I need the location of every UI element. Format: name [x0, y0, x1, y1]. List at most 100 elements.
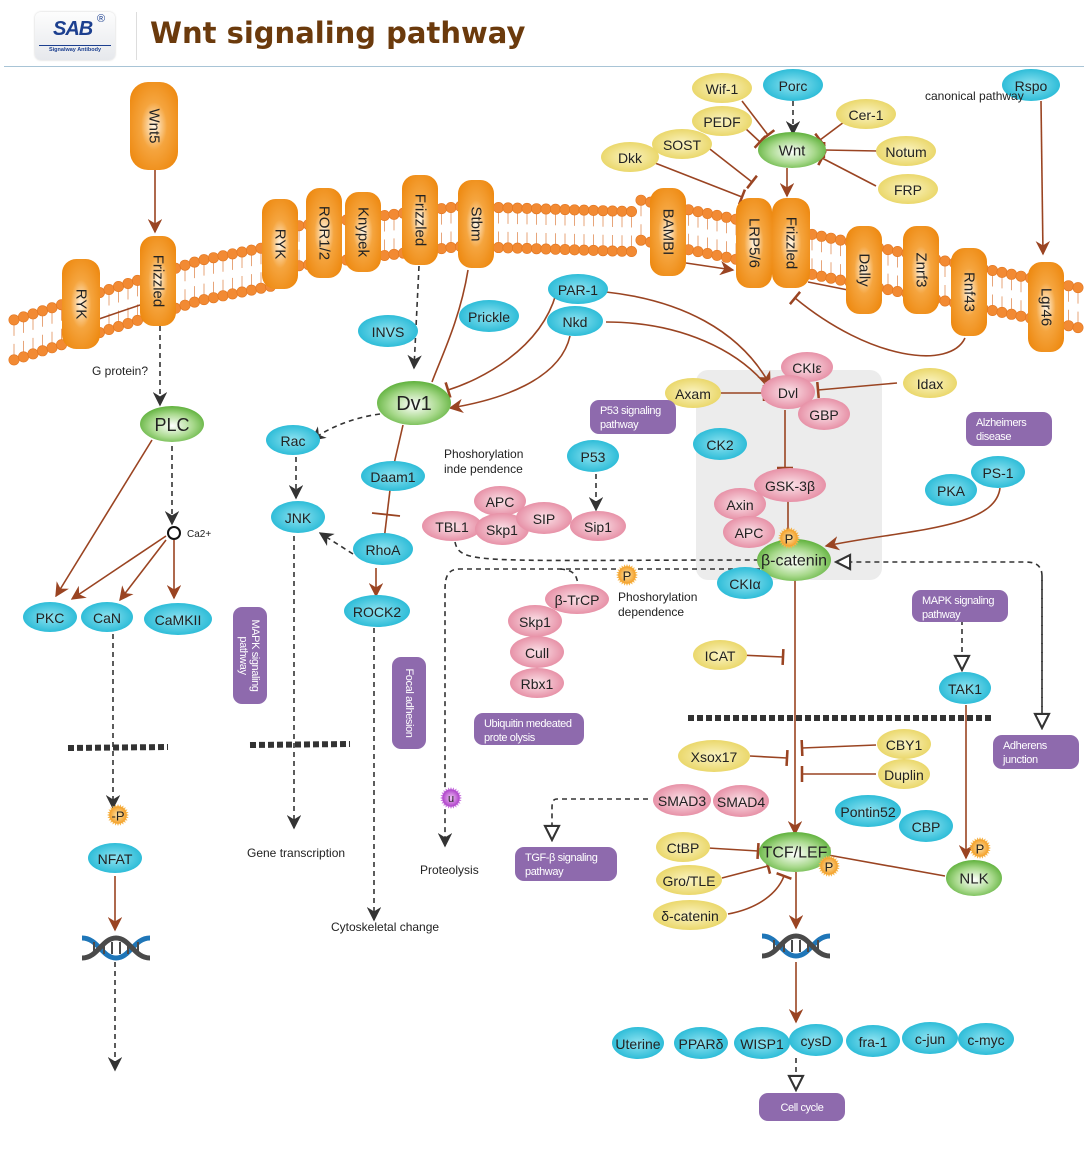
- node-cull[interactable]: Cull: [510, 636, 564, 668]
- node-btrcp[interactable]: β-TrCP: [545, 584, 609, 614]
- node-cby1[interactable]: CBY1: [877, 729, 931, 759]
- receptor-knypek[interactable]: Knypek: [345, 192, 381, 272]
- node-duplin[interactable]: Duplin: [878, 759, 930, 789]
- edge-adherens-bcatenin: [836, 562, 1043, 720]
- node-wisp1[interactable]: WISP1: [734, 1027, 790, 1059]
- node-wif1[interactable]: Wif-1: [692, 73, 752, 103]
- receptor-wnt5[interactable]: Wnt5: [130, 82, 178, 170]
- node-grotle[interactable]: Gro/TLE: [656, 865, 722, 895]
- node-ck2[interactable]: CK2: [693, 428, 747, 460]
- node-wnt[interactable]: Wnt: [758, 132, 826, 168]
- node-cmyc[interactable]: c-myc: [958, 1023, 1014, 1055]
- node-ckla[interactable]: CKIα: [717, 567, 773, 599]
- node-fra1[interactable]: fra-1: [846, 1025, 900, 1057]
- receptor-ror12[interactable]: ROR1/2: [306, 188, 342, 278]
- receptor-frizzled_right[interactable]: Frizzled: [772, 198, 810, 288]
- node-pontin52[interactable]: Pontin52: [835, 795, 901, 827]
- receptor-stbm[interactable]: Stbm: [458, 180, 494, 268]
- node-label: cysD: [800, 1033, 831, 1049]
- receptor-frizzled_mid[interactable]: Frizzled: [402, 175, 438, 265]
- node-nlk[interactable]: NLK: [946, 860, 1002, 896]
- node-sip[interactable]: SIP: [516, 502, 572, 534]
- node-sip1[interactable]: Sip1: [570, 511, 626, 541]
- receptor-ryk_left[interactable]: RYK: [62, 259, 100, 349]
- receptor-lrp56[interactable]: LRP5/6: [736, 198, 772, 288]
- node-rac[interactable]: Rac: [266, 425, 320, 455]
- node-pka[interactable]: PKA: [925, 474, 977, 506]
- receptor-lgr46[interactable]: Lgr46: [1028, 262, 1064, 352]
- node-label: Axin: [726, 497, 753, 513]
- node-dv1[interactable]: Dv1: [377, 381, 451, 425]
- receptor-frizzled_left[interactable]: Frizzled: [140, 236, 176, 326]
- receptor-znrf3[interactable]: Znrf3: [903, 226, 939, 314]
- node-label: PAR-1: [558, 282, 598, 298]
- node-cjun[interactable]: c-jun: [902, 1022, 958, 1054]
- node-cklе[interactable]: CKIε: [781, 352, 833, 382]
- node-sost[interactable]: SOST: [652, 129, 712, 159]
- node-ctbp[interactable]: CtBP: [656, 832, 710, 862]
- node-cysd[interactable]: cysD: [789, 1024, 843, 1056]
- receptor-dally[interactable]: Dally: [846, 226, 882, 314]
- node-smad3[interactable]: SMAD3: [653, 784, 711, 816]
- node-tak1[interactable]: TAK1: [939, 672, 991, 704]
- pathway-link-cell_cycle[interactable]: Cell cycle: [759, 1093, 845, 1121]
- node-pedf[interactable]: PEDF: [692, 106, 752, 136]
- node-notum[interactable]: Notum: [876, 136, 936, 166]
- node-jnk[interactable]: JNK: [271, 501, 325, 533]
- edge-sost-lrp56: [705, 145, 758, 190]
- receptor-rnf43[interactable]: Rnf43: [951, 248, 987, 336]
- node-skp1_a[interactable]: Skp1: [475, 513, 529, 545]
- node-skp1_b[interactable]: Skp1: [508, 605, 562, 637]
- node-cbp[interactable]: CBP: [899, 810, 953, 842]
- node-daam1[interactable]: Daam1: [361, 461, 425, 491]
- node-idax[interactable]: Idax: [903, 368, 957, 398]
- node-gsk3b[interactable]: GSK-3β: [754, 468, 826, 502]
- receptor-ryk_mid[interactable]: RYK: [262, 199, 298, 289]
- node-frp[interactable]: FRP: [878, 174, 938, 204]
- node-rbx1[interactable]: Rbx1: [510, 668, 564, 698]
- node-nfat[interactable]: NFAT: [88, 843, 142, 873]
- node-bcat[interactable]: β-catenin: [757, 539, 831, 581]
- node-apc_l[interactable]: APC: [474, 486, 526, 516]
- receptor-bambi[interactable]: BAMBI: [650, 188, 686, 276]
- node-nkd[interactable]: Nkd: [547, 306, 603, 336]
- node-can[interactable]: CaN: [81, 602, 133, 632]
- node-rock2[interactable]: ROCK2: [344, 595, 410, 627]
- node-porc[interactable]: Porc: [763, 69, 823, 101]
- node-uterine[interactable]: Uterine: [612, 1027, 664, 1059]
- node-smad4[interactable]: SMAD4: [713, 785, 769, 817]
- node-cer1[interactable]: Cer-1: [836, 99, 896, 129]
- node-icat[interactable]: ICAT: [693, 640, 747, 670]
- node-par1[interactable]: PAR-1: [548, 274, 608, 304]
- node-label: PS-1: [982, 465, 1013, 481]
- node-axam[interactable]: Axam: [665, 378, 721, 408]
- node-axin[interactable]: Axin: [714, 488, 766, 520]
- node-tcflef[interactable]: TCF/LEF: [759, 832, 831, 872]
- node-tbl1[interactable]: TBL1: [422, 511, 482, 541]
- node-plc[interactable]: PLC: [140, 406, 204, 442]
- node-dcat[interactable]: δ-catenin: [653, 900, 727, 930]
- node-apc_c[interactable]: APC: [723, 516, 775, 548]
- node-dvl[interactable]: Dvl: [761, 375, 815, 409]
- node-xsox17[interactable]: Xsox17: [678, 740, 750, 772]
- node-rhoa[interactable]: RhoA: [353, 533, 413, 565]
- pathway-link-label: P53 signaling: [600, 405, 661, 417]
- node-camkii[interactable]: CaMKII: [144, 603, 212, 635]
- node-gbp[interactable]: GBP: [798, 398, 850, 430]
- node-p53[interactable]: P53: [567, 440, 619, 472]
- node-dkk[interactable]: Dkk: [601, 142, 659, 172]
- node-ppard[interactable]: PPARδ: [674, 1027, 728, 1059]
- node-prickle[interactable]: Prickle: [459, 300, 519, 332]
- node-rspo[interactable]: Rspo: [1002, 69, 1060, 101]
- node-ps1[interactable]: PS-1: [971, 456, 1025, 488]
- node-pkc[interactable]: PKC: [23, 602, 77, 632]
- node-invs[interactable]: INVS: [358, 315, 418, 347]
- pathway-link-focal[interactable]: Focal adhesion: [392, 657, 426, 749]
